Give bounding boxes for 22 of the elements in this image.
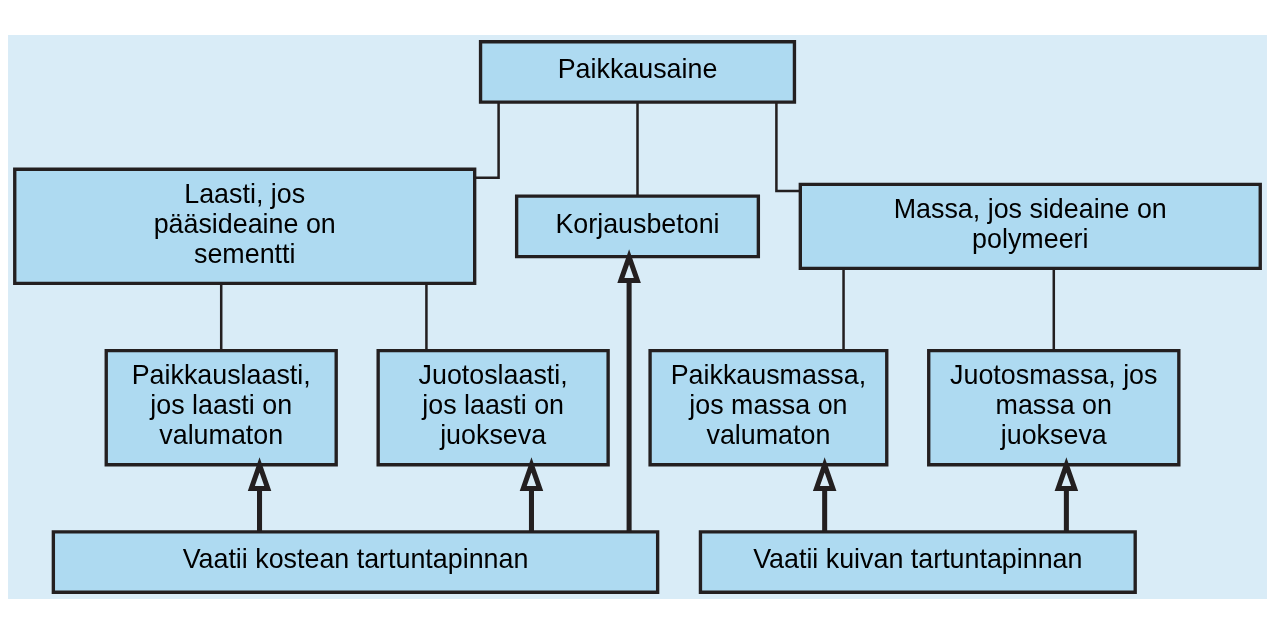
node-box: Paikkausmassa, jos massa on valumaton <box>648 348 889 466</box>
node-box: Laasti, jos pääsideaine on sementti <box>13 167 477 285</box>
arrow <box>617 248 641 532</box>
node-box: Vaatii kuivan tartuntapinnan <box>698 529 1137 594</box>
connector <box>1052 267 1056 350</box>
connector <box>842 267 845 350</box>
node-box: Vaatii kostean tartuntapinnan <box>51 529 660 594</box>
connector <box>636 101 639 196</box>
node-box: Paikkausaine <box>478 39 797 104</box>
arrow <box>247 456 272 532</box>
connector <box>219 283 223 350</box>
arrow <box>519 456 544 532</box>
arrow <box>1054 456 1079 532</box>
arrow <box>812 456 837 532</box>
connector <box>775 102 801 192</box>
node-box: Juotosmassa, jos massa on juokseva <box>927 348 1181 466</box>
connector <box>474 102 500 179</box>
node-box: Massa, jos sideaine on polymeeri <box>798 182 1262 270</box>
node-box: Korjausbetoni <box>514 193 761 258</box>
connector <box>425 283 428 350</box>
node-box: Paikkauslaasti, jos laasti on valumaton <box>104 348 338 466</box>
node-box: Juotoslaasti, jos laasti on juokseva <box>376 348 610 466</box>
